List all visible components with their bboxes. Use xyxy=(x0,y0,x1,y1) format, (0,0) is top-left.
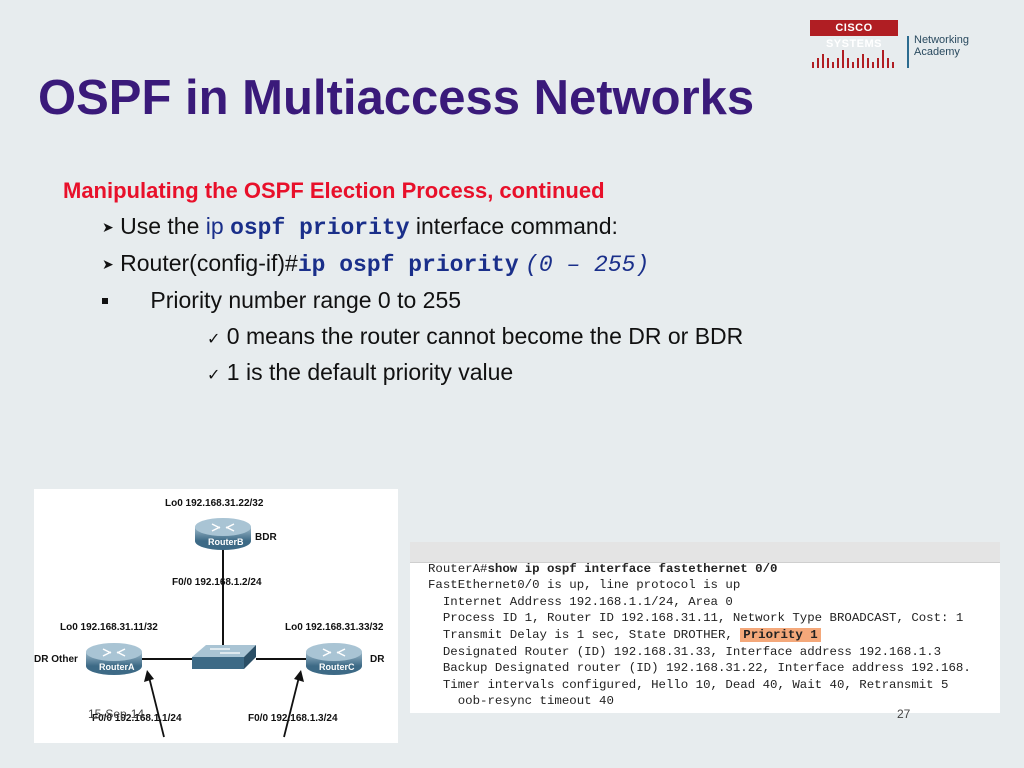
arrow-bullet-icon: ➤ xyxy=(102,219,114,235)
cli-line: Process ID 1, Router ID 192.168.31.11, N… xyxy=(428,611,964,625)
priority-highlight: Priority 1 xyxy=(740,628,821,642)
bullet-ip-ospf-priority: ➤ Use the ip ospf priority interface com… xyxy=(102,213,618,241)
checkmark-icon: ✓ xyxy=(207,331,221,348)
router-a-interface: F0/0 192.168.1.1/24 xyxy=(92,713,182,724)
logo-divider xyxy=(907,36,909,68)
router-a-label: RouterA xyxy=(99,662,135,672)
router-c-interface: F0/0 192.168.1.3/24 xyxy=(248,713,338,724)
router-a-loopback: Lo0 192.168.31.11/32 xyxy=(60,622,158,633)
router-c-label: RouterC xyxy=(319,662,355,672)
router-b-loopback: Lo0 192.168.31.22/32 xyxy=(165,498,264,509)
footer-page-number: 27 xyxy=(897,707,911,721)
check-item-zero: ✓ 0 means the router cannot become the D… xyxy=(207,323,744,349)
footer-date: 15-Sep-14 xyxy=(88,707,145,721)
cisco-bridge-icon xyxy=(812,50,894,68)
cli-line: Backup Designated router (ID) 192.168.31… xyxy=(428,661,971,675)
cli-line: Internet Address 192.168.1.1/24, Area 0 xyxy=(428,595,733,609)
cli-line: oob-resync timeout 40 xyxy=(428,694,614,708)
cli-line: Designated Router (ID) 192.168.31.33, In… xyxy=(428,645,942,659)
cli-command-line: RouterA#show ip ospf interface fastether… xyxy=(428,562,778,576)
cli-line: Timer intervals configured, Hello 10, De… xyxy=(428,678,949,692)
slide-title: OSPF in Multiaccess Networks xyxy=(38,71,755,125)
check-item-one: ✓ 1 is the default priority value xyxy=(207,359,514,385)
cisco-wordmark: CISCO SYSTEMS xyxy=(810,20,898,50)
router-c-role: DR xyxy=(370,654,385,665)
router-icon xyxy=(195,518,251,550)
switch-icon xyxy=(192,645,256,669)
router-icon xyxy=(86,643,142,675)
bullet-priority-range: Priority number range 0 to 255 xyxy=(102,287,461,314)
router-c-loopback: Lo0 192.168.31.33/32 xyxy=(285,622,384,633)
router-b-label: RouterB xyxy=(208,537,244,547)
arrow-icon xyxy=(144,670,154,682)
networking-academy-label: Networking Academy xyxy=(914,34,970,58)
router-a-role: DR Other xyxy=(34,654,78,665)
router-b-interface: F0/0 192.168.1.2/24 xyxy=(172,577,262,588)
bullet-router-config: ➤ Router(config-if)#ip ospf priority (0 … xyxy=(102,250,650,278)
arrow-bullet-icon: ➤ xyxy=(102,256,114,272)
slide-subtitle: Manipulating the OSPF Election Process, … xyxy=(63,178,605,203)
diagram-links xyxy=(86,518,362,738)
checkmark-icon: ✓ xyxy=(207,367,221,384)
router-icon xyxy=(306,643,362,675)
cli-output-window: RouterA#show ip ospf interface fastether… xyxy=(410,542,1000,713)
arrow-icon xyxy=(294,670,304,682)
cli-window-toolbar xyxy=(410,542,1000,563)
cli-line: Transmit Delay is 1 sec, State DROTHER, … xyxy=(428,628,821,642)
network-diagram: RouterB RouterA RouterC Lo0 192.168.31.2… xyxy=(34,489,398,743)
router-b-role: BDR xyxy=(255,532,277,543)
cli-line: FastEthernet0/0 is up, line protocol is … xyxy=(428,578,741,592)
square-bullet-icon xyxy=(102,298,108,304)
cisco-logo: CISCO SYSTEMS Networking Academy xyxy=(810,20,990,70)
